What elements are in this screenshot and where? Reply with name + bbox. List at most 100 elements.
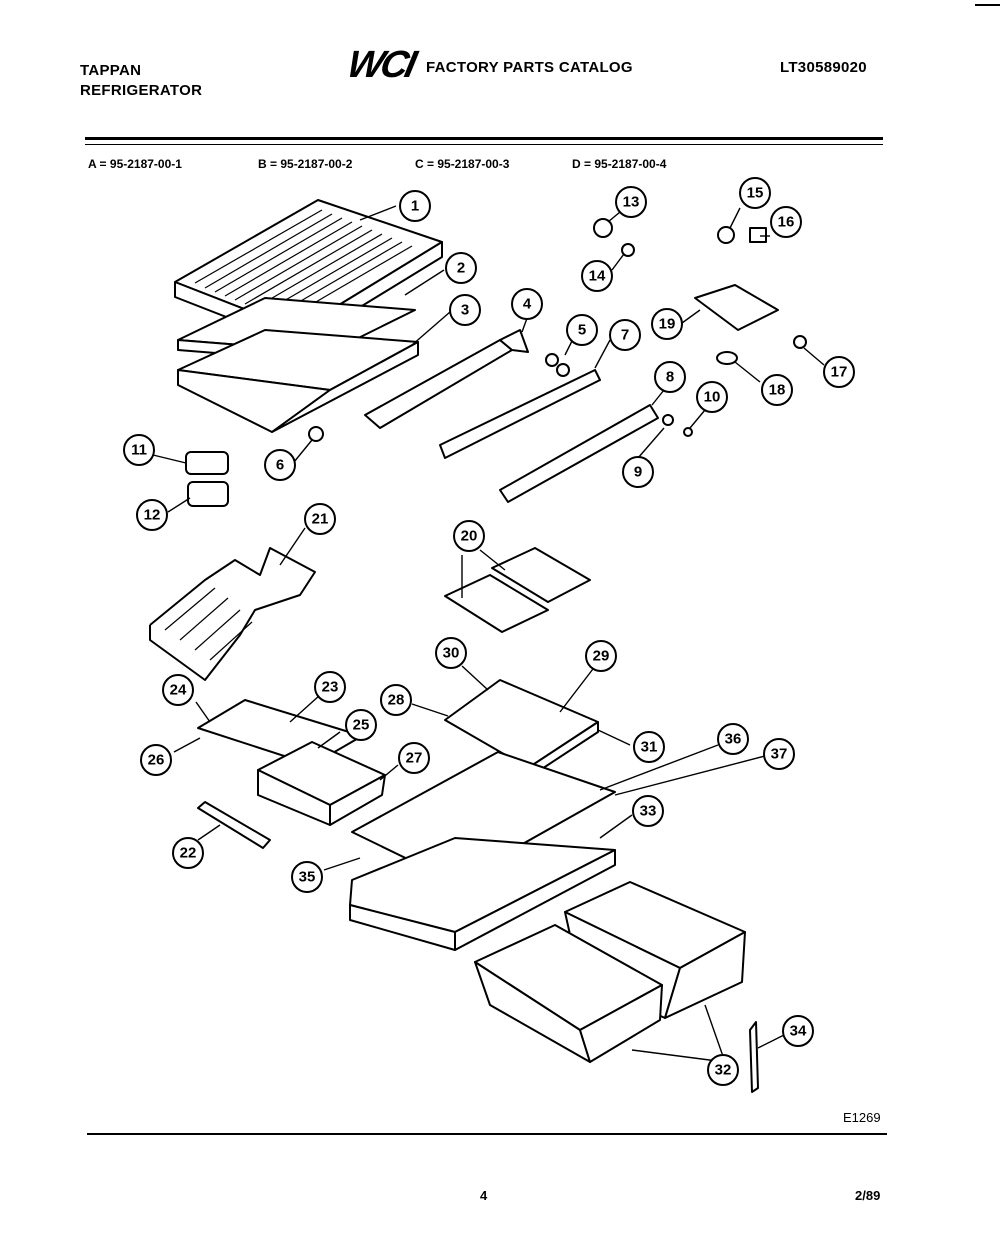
svg-text:17: 17 — [831, 364, 848, 381]
code-b: B = 95-2187-00-2 — [258, 157, 353, 171]
part-hinge-12 — [187, 481, 229, 507]
svg-text:23: 23 — [322, 679, 339, 696]
part-screw-17 — [793, 335, 807, 349]
svg-text:13: 13 — [623, 194, 640, 211]
model-number: LT30589020 — [780, 59, 867, 76]
brand-name: TAPPAN — [80, 62, 142, 79]
part-screw-5b — [556, 363, 570, 377]
svg-text:19: 19 — [659, 316, 676, 333]
callout-1: 1 — [399, 190, 431, 222]
callout-13: 13 — [615, 186, 647, 218]
callout-28: 28 — [380, 684, 412, 716]
footer-rule — [87, 1133, 887, 1135]
leader-lines — [152, 205, 825, 1063]
callout-23: 23 — [314, 671, 346, 703]
callout-27: 27 — [398, 742, 430, 774]
callout-22: 22 — [172, 837, 204, 869]
page-number: 4 — [480, 1188, 488, 1203]
svg-text:18: 18 — [769, 382, 786, 399]
callout-2: 2 — [445, 252, 477, 284]
part-bulb-13 — [593, 218, 613, 238]
part-divider-34 — [749, 1021, 759, 1093]
svg-text:33: 33 — [640, 803, 657, 820]
svg-text:14: 14 — [589, 268, 606, 285]
callout-18: 18 — [761, 374, 793, 406]
callout-34: 34 — [782, 1015, 814, 1047]
svg-text:35: 35 — [299, 869, 316, 886]
svg-text:2: 2 — [457, 260, 465, 277]
svg-text:12: 12 — [144, 507, 161, 524]
callout-10: 10 — [696, 381, 728, 413]
svg-text:31: 31 — [641, 739, 658, 756]
callout-32: 32 — [707, 1054, 739, 1086]
callout-4: 4 — [511, 288, 543, 320]
callout-14: 14 — [581, 260, 613, 292]
svg-text:10: 10 — [704, 389, 721, 406]
svg-text:34: 34 — [790, 1023, 807, 1040]
callout-20: 20 — [453, 520, 485, 552]
code-d: D = 95-2187-00-4 — [572, 157, 667, 171]
part-crisper-drawers — [474, 881, 746, 1063]
callout-5: 5 — [566, 314, 598, 346]
svg-text:5: 5 — [578, 322, 586, 339]
part-rack-21 — [149, 547, 316, 681]
corner-mark — [975, 4, 1000, 6]
svg-text:4: 4 — [523, 296, 532, 313]
figure-id: E1269 — [843, 1110, 881, 1125]
callout-17: 17 — [823, 356, 855, 388]
callout-35: 35 — [291, 861, 323, 893]
svg-text:8: 8 — [666, 369, 674, 386]
svg-text:20: 20 — [461, 528, 478, 545]
svg-text:26: 26 — [148, 752, 165, 769]
svg-text:11: 11 — [131, 442, 147, 459]
callout-37: 37 — [763, 738, 795, 770]
callout-6: 6 — [264, 449, 296, 481]
callout-21: 21 — [304, 503, 336, 535]
svg-text:9: 9 — [634, 464, 642, 481]
callout-31: 31 — [633, 731, 665, 763]
part-socket-14 — [621, 243, 635, 257]
part-tray-20b — [444, 574, 549, 633]
callout-11: 11 — [123, 434, 155, 466]
part-shelf-tray — [177, 329, 419, 433]
svg-text:15: 15 — [747, 185, 764, 202]
part-screw-5a — [545, 353, 559, 367]
part-screw-10 — [683, 427, 693, 437]
code-a: A = 95-2187-00-1 — [88, 157, 182, 171]
callout-36: 36 — [717, 723, 749, 755]
callout-33: 33 — [632, 795, 664, 827]
header-rule-thick — [85, 137, 883, 140]
svg-text:29: 29 — [593, 648, 610, 665]
callout-3: 3 — [449, 294, 481, 326]
callout-24: 24 — [162, 674, 194, 706]
svg-text:30: 30 — [443, 645, 460, 662]
code-c: C = 95-2187-00-3 — [415, 157, 510, 171]
part-rail-8 — [499, 404, 659, 503]
callout-19: 19 — [651, 308, 683, 340]
callout-7: 7 — [609, 319, 641, 351]
svg-text:32: 32 — [715, 1062, 732, 1079]
callout-15: 15 — [739, 177, 771, 209]
callout-12: 12 — [136, 499, 168, 531]
part-nut-6 — [308, 426, 324, 442]
svg-text:3: 3 — [461, 302, 469, 319]
callout-25: 25 — [345, 709, 377, 741]
part-crisper-cover-left — [197, 699, 386, 826]
svg-text:24: 24 — [170, 682, 187, 699]
svg-text:21: 21 — [312, 511, 329, 528]
svg-text:27: 27 — [406, 750, 423, 767]
svg-text:25: 25 — [353, 717, 370, 734]
svg-text:16: 16 — [778, 214, 795, 231]
part-trim-22 — [197, 801, 271, 849]
callout-16: 16 — [770, 206, 802, 238]
part-knob-18 — [716, 351, 738, 365]
part-washer-9 — [662, 414, 674, 426]
part-rail-7 — [439, 369, 601, 459]
part-housing-19 — [694, 284, 779, 331]
callout-26: 26 — [140, 744, 172, 776]
catalog-title: FACTORY PARTS CATALOG — [426, 59, 633, 76]
svg-text:22: 22 — [180, 845, 197, 862]
part-glass-shelf-lower — [349, 751, 616, 951]
part-bracket — [364, 329, 529, 429]
